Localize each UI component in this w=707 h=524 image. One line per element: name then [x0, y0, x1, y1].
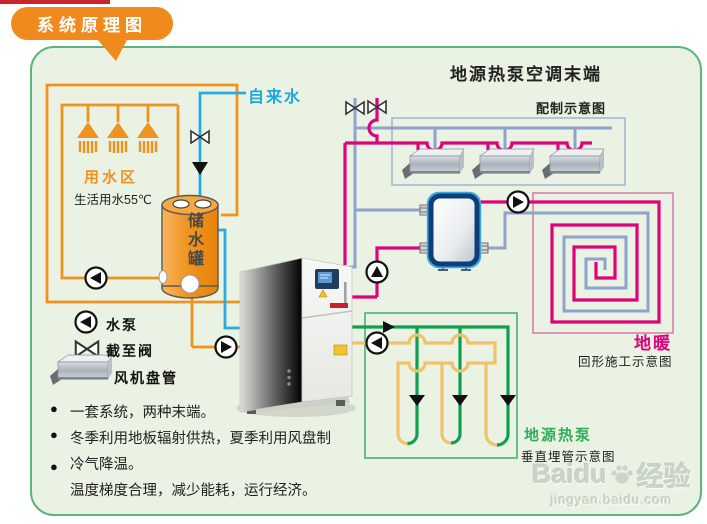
heat-exchanger [419, 191, 489, 271]
legend-valve-icon [74, 340, 100, 358]
flow-arrow-right-icon [383, 321, 395, 333]
return-pipes [349, 98, 650, 313]
fan-coil-unit-icon [471, 148, 535, 180]
ground-loop-label: 地源热泵 [524, 427, 593, 444]
ground-loop-zone-box [364, 312, 518, 459]
floor-heating-caption: 回形施工示意图 [578, 355, 673, 369]
fan-coil-unit-icon [401, 148, 465, 180]
legend-fan-coil-icon [49, 354, 113, 386]
tank-inlet-port [172, 199, 190, 209]
shower-icon [105, 120, 131, 155]
terminal-subtitle: 配制示意图 [536, 101, 607, 116]
heat-pump-unit [236, 257, 356, 417]
note-text: 冷气降温。 [70, 457, 143, 473]
badge-tail [96, 38, 128, 61]
note-text: 温度梯度合理，减少能耗，运行经济。 [70, 483, 317, 499]
water-use-area-label: 用水区 [84, 169, 139, 186]
note-line: ●冷气降温。 [50, 453, 331, 479]
legend-valve-label: 截至阀 [106, 343, 154, 359]
storage-tank-label: 储水罐 [188, 213, 205, 268]
domestic-water-temp-label: 生活用水55℃ [74, 193, 152, 207]
shower-icon [135, 120, 161, 155]
legend-fan-coil-label: 风机盘管 [114, 370, 178, 386]
floor-coil-zone-box [532, 192, 674, 334]
shower-icon [75, 120, 101, 155]
badge-title: 系统原理图 [11, 7, 173, 40]
flow-arrow-down-icon [192, 162, 208, 175]
legend-pump-icon [74, 310, 98, 334]
floor-heating-label: 地暖 [634, 334, 672, 353]
note-line: ●温度梯度合理，减少能耗，运行经济。 [50, 479, 331, 505]
watermark-url: jingyan.baidu.com [550, 492, 673, 507]
storage-tank [158, 194, 219, 299]
ground-loop-caption: 垂直埋管示意图 [521, 450, 616, 464]
page-title: 地源热泵空调末端 [450, 65, 602, 84]
pump-icon [506, 190, 530, 214]
watermark: Baidu 经验 jingyan.baidu.com [532, 455, 691, 507]
warning-triangle-icon [318, 289, 328, 298]
diagram-panel [30, 46, 702, 516]
note-text: 一套系统，两种末端。 [70, 405, 215, 421]
flow-arrow-down-icon [409, 395, 425, 406]
pump-icon [214, 335, 238, 359]
tank-side-port [158, 270, 168, 284]
pump-icon [84, 266, 108, 290]
tap-water-label: 自来水 [248, 89, 303, 106]
flow-arrow-down-icon [500, 395, 516, 406]
brand-logo [330, 303, 348, 308]
note-line: ●一套系统，两种末端。 [50, 401, 215, 421]
fan-coil-zone-box [391, 117, 626, 186]
pump-icon [365, 331, 389, 355]
pump-icon [365, 260, 389, 284]
tank-outlet-port [180, 274, 200, 294]
note-text: 冬季利用地板辐射供热，夏季利用风盘制 [70, 431, 331, 447]
tank-inlet-port [194, 199, 212, 209]
note-line: ●冬季利用地板辐射供热，夏季利用风盘制 [50, 427, 331, 447]
flow-arrow-down-icon [452, 395, 468, 406]
paw-icon [611, 464, 633, 483]
top-red-strip [0, 0, 110, 4]
legend-pump-label: 水泵 [106, 317, 138, 333]
fan-coil-unit-icon [541, 148, 605, 180]
notes-list: ●一套系统，两种末端。 ●冬季利用地板辐射供热，夏季利用风盘制 ●冷气降温。 ●… [50, 401, 331, 505]
watermark-brand: Baidu [532, 459, 608, 489]
ground-return-pipes [348, 333, 498, 447]
watermark-suffix: 经验 [637, 462, 692, 492]
